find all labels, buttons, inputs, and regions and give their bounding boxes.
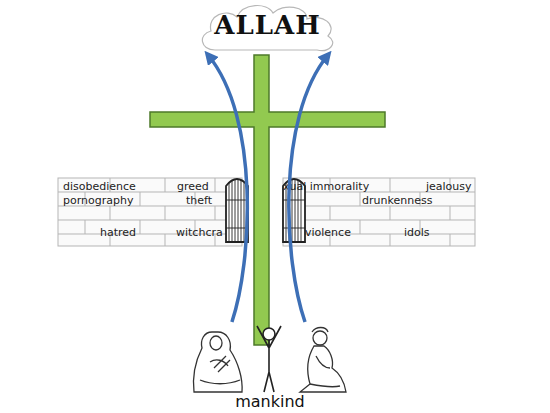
cloud-title: ALLAH	[214, 10, 320, 40]
wall-word: witchcra	[176, 227, 223, 239]
green-cross	[150, 55, 385, 345]
group-caption: mankind	[235, 392, 305, 413]
stick-figure	[257, 326, 281, 392]
wall-word: theft	[186, 195, 212, 207]
wall-word: xual immorality	[283, 181, 369, 193]
wall-word: hatred	[100, 227, 136, 239]
wall-word: greed	[177, 181, 209, 193]
kneeling-man	[300, 328, 346, 393]
wall-word: pornography	[63, 195, 133, 207]
cloud-node: ALLAH	[195, 0, 340, 55]
wall-word: disobedience	[63, 181, 136, 193]
wall-word: violence	[305, 227, 351, 239]
wall-word: jealousy	[426, 181, 472, 193]
people-node: mankind	[185, 322, 355, 413]
wall-word: idols	[404, 227, 430, 239]
wall-word: drunkenness	[362, 195, 432, 207]
praying-woman	[193, 332, 242, 392]
prayer-arrow	[208, 55, 247, 322]
